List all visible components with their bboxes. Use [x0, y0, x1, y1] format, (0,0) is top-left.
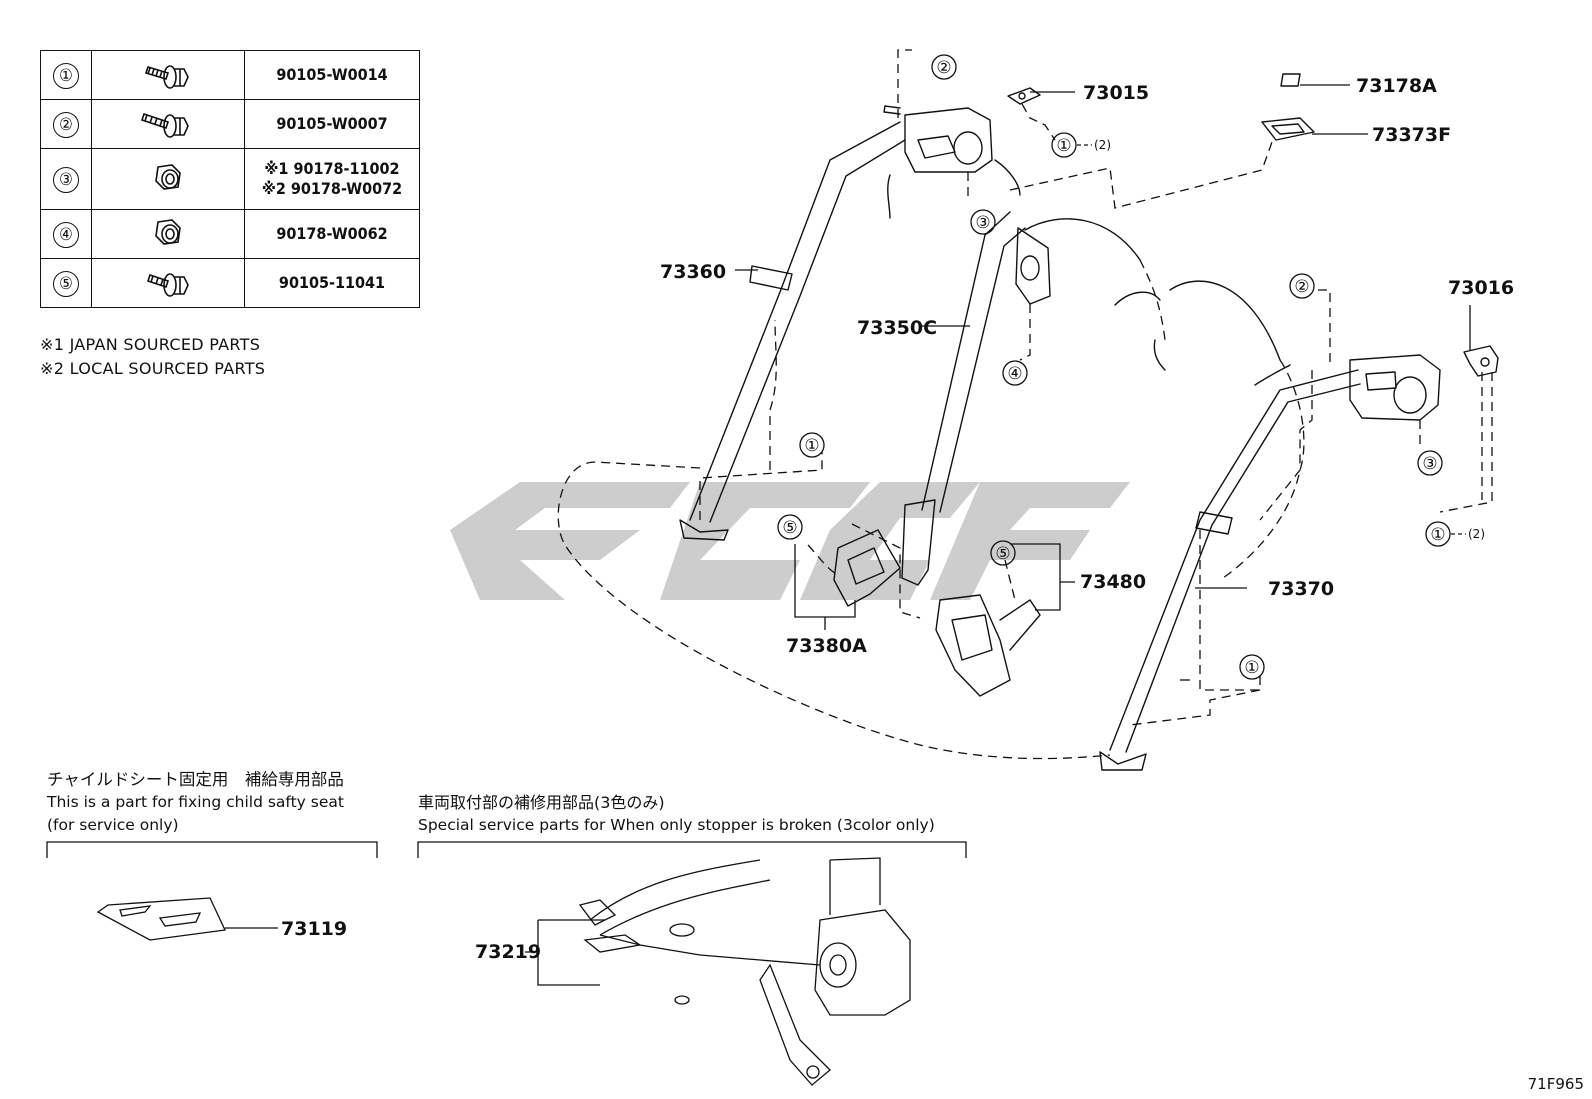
right-retractor: [1349, 354, 1441, 421]
label-73350c: 73350C: [857, 317, 937, 339]
seat-back-dashed-right: [1219, 359, 1305, 581]
seat-back-dashed: [1139, 259, 1166, 341]
label-73370: 73370: [1268, 578, 1334, 600]
caption-en-2: (for service only): [47, 816, 179, 834]
qty-label: (2): [1094, 138, 1111, 152]
flange-bolt-icon: [91, 258, 245, 308]
qty-label: (2): [1468, 527, 1485, 541]
inset-bracket-left: [46, 841, 378, 858]
note-japan: ※1 JAPAN SOURCED PARTS: [40, 335, 261, 354]
note-local: ※2 LOCAL SOURCED PARTS: [40, 359, 266, 378]
center-seat-belt-73350c: [901, 211, 1051, 586]
cover-73178a: [1280, 73, 1301, 87]
callout-5: ⑤: [995, 544, 1010, 564]
leader-bolt-left: [699, 319, 823, 520]
stopper-caption: 車両取付部の補修用部品(3色のみ) Special service parts …: [418, 791, 935, 837]
caption-en: This is a part for fixing child safty se…: [47, 793, 344, 811]
callout-1: ①: [804, 436, 819, 456]
label-73178a: 73178A: [1356, 75, 1437, 97]
part-number-local: ※2 90178-W0072: [261, 179, 403, 198]
callout-index: ③: [53, 166, 79, 193]
label-73119: 73119: [281, 918, 347, 940]
flange-bolt-icon: [91, 99, 245, 149]
left-seat-belt-73360: [679, 121, 906, 541]
leader-right-top: [1259, 289, 1331, 521]
cover-73373f: [1261, 117, 1315, 141]
seat-cushion-outline: [557, 461, 1111, 760]
inset-bracket-right: [417, 841, 967, 858]
callout-index: ②: [53, 111, 79, 138]
callout-4: ④: [1007, 364, 1022, 384]
anchor-73015: [1007, 87, 1041, 105]
stopper-inset-detail: [578, 857, 911, 1086]
caption-en: Special service parts for When only stop…: [418, 816, 935, 834]
callout-1: ①: [1430, 525, 1445, 545]
source-notes: ※1 JAPAN SOURCED PARTS ※2 LOCAL SOURCED …: [40, 333, 265, 381]
leader-right-bottom: [1129, 530, 1261, 726]
part-number: 90105-11041: [244, 258, 420, 308]
leader-73015: [1021, 103, 1056, 141]
part-number: 90105-W0014: [244, 50, 420, 100]
caption-jp: チャイルドシート固定用 補給専用部品: [47, 770, 344, 789]
leader-buckle-left: [807, 523, 921, 619]
caption-jp: 車両取付部の補修用部品(3色のみ): [418, 793, 665, 812]
label-73360: 73360: [660, 261, 726, 283]
label-73219: 73219: [475, 941, 541, 963]
callout-3: ③: [1422, 454, 1437, 474]
buckle-73380a: [833, 529, 901, 607]
buckle-73480: [935, 594, 1041, 697]
leader-center: [1019, 304, 1031, 361]
table-row: ④ 90178-W0062: [40, 209, 420, 259]
label-73016: 73016: [1448, 277, 1514, 299]
watermark-logo: [450, 482, 1130, 600]
callout-1: ①: [1056, 136, 1071, 156]
label-73373f: 73373F: [1372, 124, 1451, 146]
callout-3: ③: [975, 213, 990, 233]
left-retractor: [883, 105, 993, 173]
callout-1: ①: [1244, 658, 1259, 678]
leader-73016: [1439, 372, 1493, 513]
part-number-japan: ※1 90178-11002: [264, 159, 400, 178]
callout-index: ①: [53, 62, 79, 89]
right-seat-belt-73370: [1099, 369, 1361, 771]
part-labels: 73015 73178A 73373F 73016 73360 73350C 7…: [281, 75, 1514, 963]
label-73380a: 73380A: [786, 635, 867, 657]
table-row: ⑤ 90105-11041: [40, 258, 420, 308]
label-73015: 73015: [1083, 82, 1149, 104]
part-number: 90178-W0062: [244, 209, 420, 259]
flange-nut-icon: [91, 209, 245, 259]
leader-buckle-right: [1004, 559, 1016, 601]
callout-index: ④: [53, 221, 79, 248]
callouts: [777, 54, 1451, 680]
callout-2: ②: [936, 58, 951, 78]
leader-top: [897, 49, 969, 202]
seat-outline: [887, 159, 1291, 386]
callout-5: ⑤: [782, 518, 797, 538]
floor-line-top: [1009, 141, 1273, 209]
callout-2: ②: [1294, 277, 1309, 297]
table-row: ① 90105-W0014: [40, 50, 420, 100]
label-73480: 73480: [1080, 571, 1146, 593]
diagram-code: 71F965: [1527, 1075, 1584, 1093]
fastener-table: ① 90105-W0014 ② 90105-W0007 ③ ※1 90178-1…: [40, 50, 420, 308]
callout-index: ⑤: [53, 270, 79, 297]
flange-bolt-icon: [91, 50, 245, 100]
child-seat-plate-73119: [96, 897, 226, 941]
anchor-73016: [1463, 345, 1499, 377]
child-seat-caption: チャイルドシート固定用 補給専用部品 This is a part for fi…: [47, 768, 344, 837]
